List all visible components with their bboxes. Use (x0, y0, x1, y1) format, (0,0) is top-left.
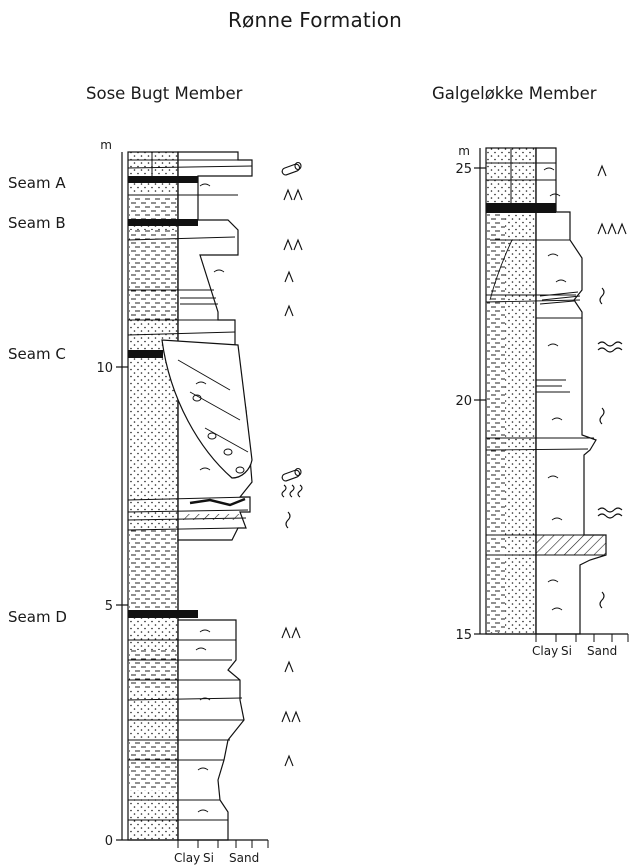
sose-pebble (207, 432, 217, 440)
rootlet-icon (281, 710, 301, 723)
galg-ripple-marks (543, 167, 567, 611)
sose-heterolithic-band (189, 497, 246, 507)
galg-unit-label: m (458, 144, 470, 158)
sose-pebble (235, 466, 245, 474)
rootlet-icon (281, 626, 301, 639)
wavy-lamination-icon (597, 341, 623, 353)
sose-ripple-marks (195, 183, 225, 813)
seam-d-label: Seam D (8, 608, 67, 626)
galg-grain-profile (535, 147, 607, 635)
seam-a (128, 176, 198, 183)
log-icon (281, 467, 302, 482)
seam-b-label: Seam B (8, 214, 66, 232)
rootlet-icon (597, 222, 627, 235)
seam-a-label: Seam A (8, 174, 66, 192)
log-icon (281, 161, 302, 176)
rootlet-icon (597, 164, 607, 177)
sose-channel-body (161, 339, 253, 479)
sose-tick-label-5: 5 (105, 599, 113, 614)
rootlet-icon (283, 238, 303, 251)
burrow-icon (285, 511, 291, 529)
galg-sand-label: Sand (587, 644, 617, 658)
sose-pebble (192, 394, 202, 402)
galg-clay-label: Clay (532, 644, 558, 658)
sose-ironstone-band (180, 514, 242, 520)
galg-silt-label: Si (561, 644, 572, 658)
sose-mud-interval (129, 192, 177, 220)
sose-grain-profile-lower (177, 619, 245, 841)
galgelokke-log: m 15 20 25 Clay Si Sand (455, 144, 629, 658)
figure-title: Rønne Formation (227, 8, 403, 32)
wavy-lamination-icon (597, 507, 623, 519)
rootlet-icon (284, 304, 294, 317)
galgelokke-title: Galgeløkke Member (432, 84, 597, 103)
rootlet-icon (284, 754, 294, 767)
sose-bedding-lines (127, 159, 253, 821)
burrow-icon (599, 287, 605, 305)
galg-grain-scale-ticks (535, 634, 629, 642)
burrow-icon (599, 591, 605, 609)
rootlet-icon (283, 188, 303, 201)
sose-tick-label-10: 10 (96, 361, 113, 376)
seam-c (128, 350, 163, 358)
galg-tick-label-15: 15 (455, 628, 472, 643)
galg-ironstone-band (535, 534, 607, 556)
galg-mud-strip (487, 212, 505, 632)
galg-tick-label-20: 20 (455, 394, 472, 409)
galg-upper-sand (487, 149, 511, 203)
galg-coal-seam (486, 203, 556, 213)
sose-mud-interval (129, 230, 177, 320)
sose-bugt-log: m 0 5 10 Clay Si Sand (96, 138, 303, 865)
sose-tick-label-0: 0 (105, 834, 113, 849)
seam-d (128, 610, 198, 618)
sose-silt-label: Si (203, 851, 214, 865)
sose-mud-interval (129, 740, 177, 790)
sose-mud-interval (129, 530, 177, 610)
galg-bedding-lines (485, 162, 606, 556)
rootlet-icon (284, 270, 294, 283)
seam-c-label: Seam C (8, 345, 66, 363)
sose-sand-label: Sand (229, 851, 259, 865)
sose-pebble (223, 448, 233, 456)
sose-unit-label: m (100, 138, 112, 152)
sose-channel-bedding (177, 359, 249, 453)
sose-bugt-title: Sose Bugt Member (86, 84, 243, 103)
sose-grain-scale-ticks (177, 840, 269, 848)
sose-clay-label: Clay (174, 851, 200, 865)
galg-tick-label-25: 25 (455, 162, 472, 177)
burrow-icon (599, 407, 605, 425)
burrow-icon (281, 484, 303, 498)
rootlet-icon (284, 660, 294, 673)
sose-mud-interval (129, 650, 177, 690)
seam-b (128, 219, 198, 226)
